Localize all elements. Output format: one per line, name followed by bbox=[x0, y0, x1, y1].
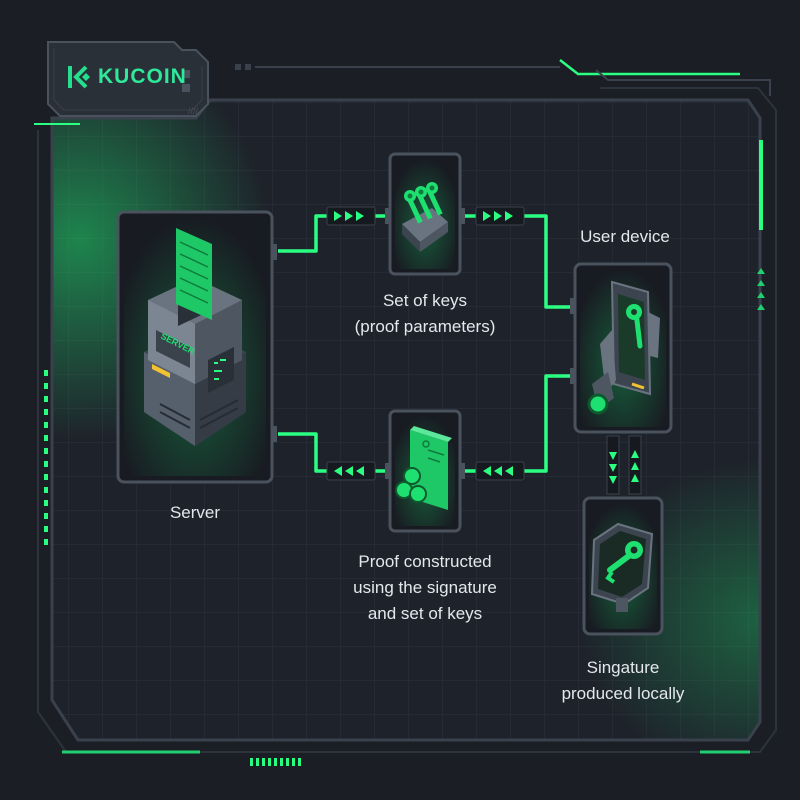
device-label: User device bbox=[580, 227, 670, 246]
logo-plate: //// bbox=[34, 41, 209, 125]
keys-panel bbox=[385, 152, 465, 276]
brand-name: KUCOIN bbox=[98, 65, 187, 88]
server-label: Server bbox=[169, 503, 221, 522]
arrow-chip-proof-in bbox=[475, 461, 525, 481]
signature-panel bbox=[582, 496, 664, 636]
keys-icon bbox=[402, 182, 448, 252]
device-signature-link bbox=[606, 435, 642, 495]
phone-icon bbox=[587, 280, 660, 415]
signature-tablet-icon bbox=[590, 522, 654, 612]
frame-accents bbox=[44, 59, 771, 766]
signature-label: Singature produced locally bbox=[561, 658, 685, 703]
arrow-chip-keys-out bbox=[475, 206, 525, 226]
server-icon: SERVER bbox=[144, 228, 246, 446]
keys-label: Set of keys (proof parameters) bbox=[354, 291, 496, 336]
arrow-chip-keys-in bbox=[326, 206, 376, 226]
svg-text:////: //// bbox=[188, 106, 199, 116]
brand-logo: KUCOIN bbox=[62, 58, 187, 96]
device-panel bbox=[570, 262, 673, 434]
proof-panel bbox=[385, 409, 465, 533]
server-panel: SERVER bbox=[116, 210, 277, 484]
proof-label: Proof constructed using the signature an… bbox=[353, 552, 497, 623]
proof-card-icon bbox=[395, 426, 452, 510]
kucoin-logo-icon bbox=[68, 65, 90, 89]
arrow-chip-proof-out bbox=[326, 461, 376, 481]
